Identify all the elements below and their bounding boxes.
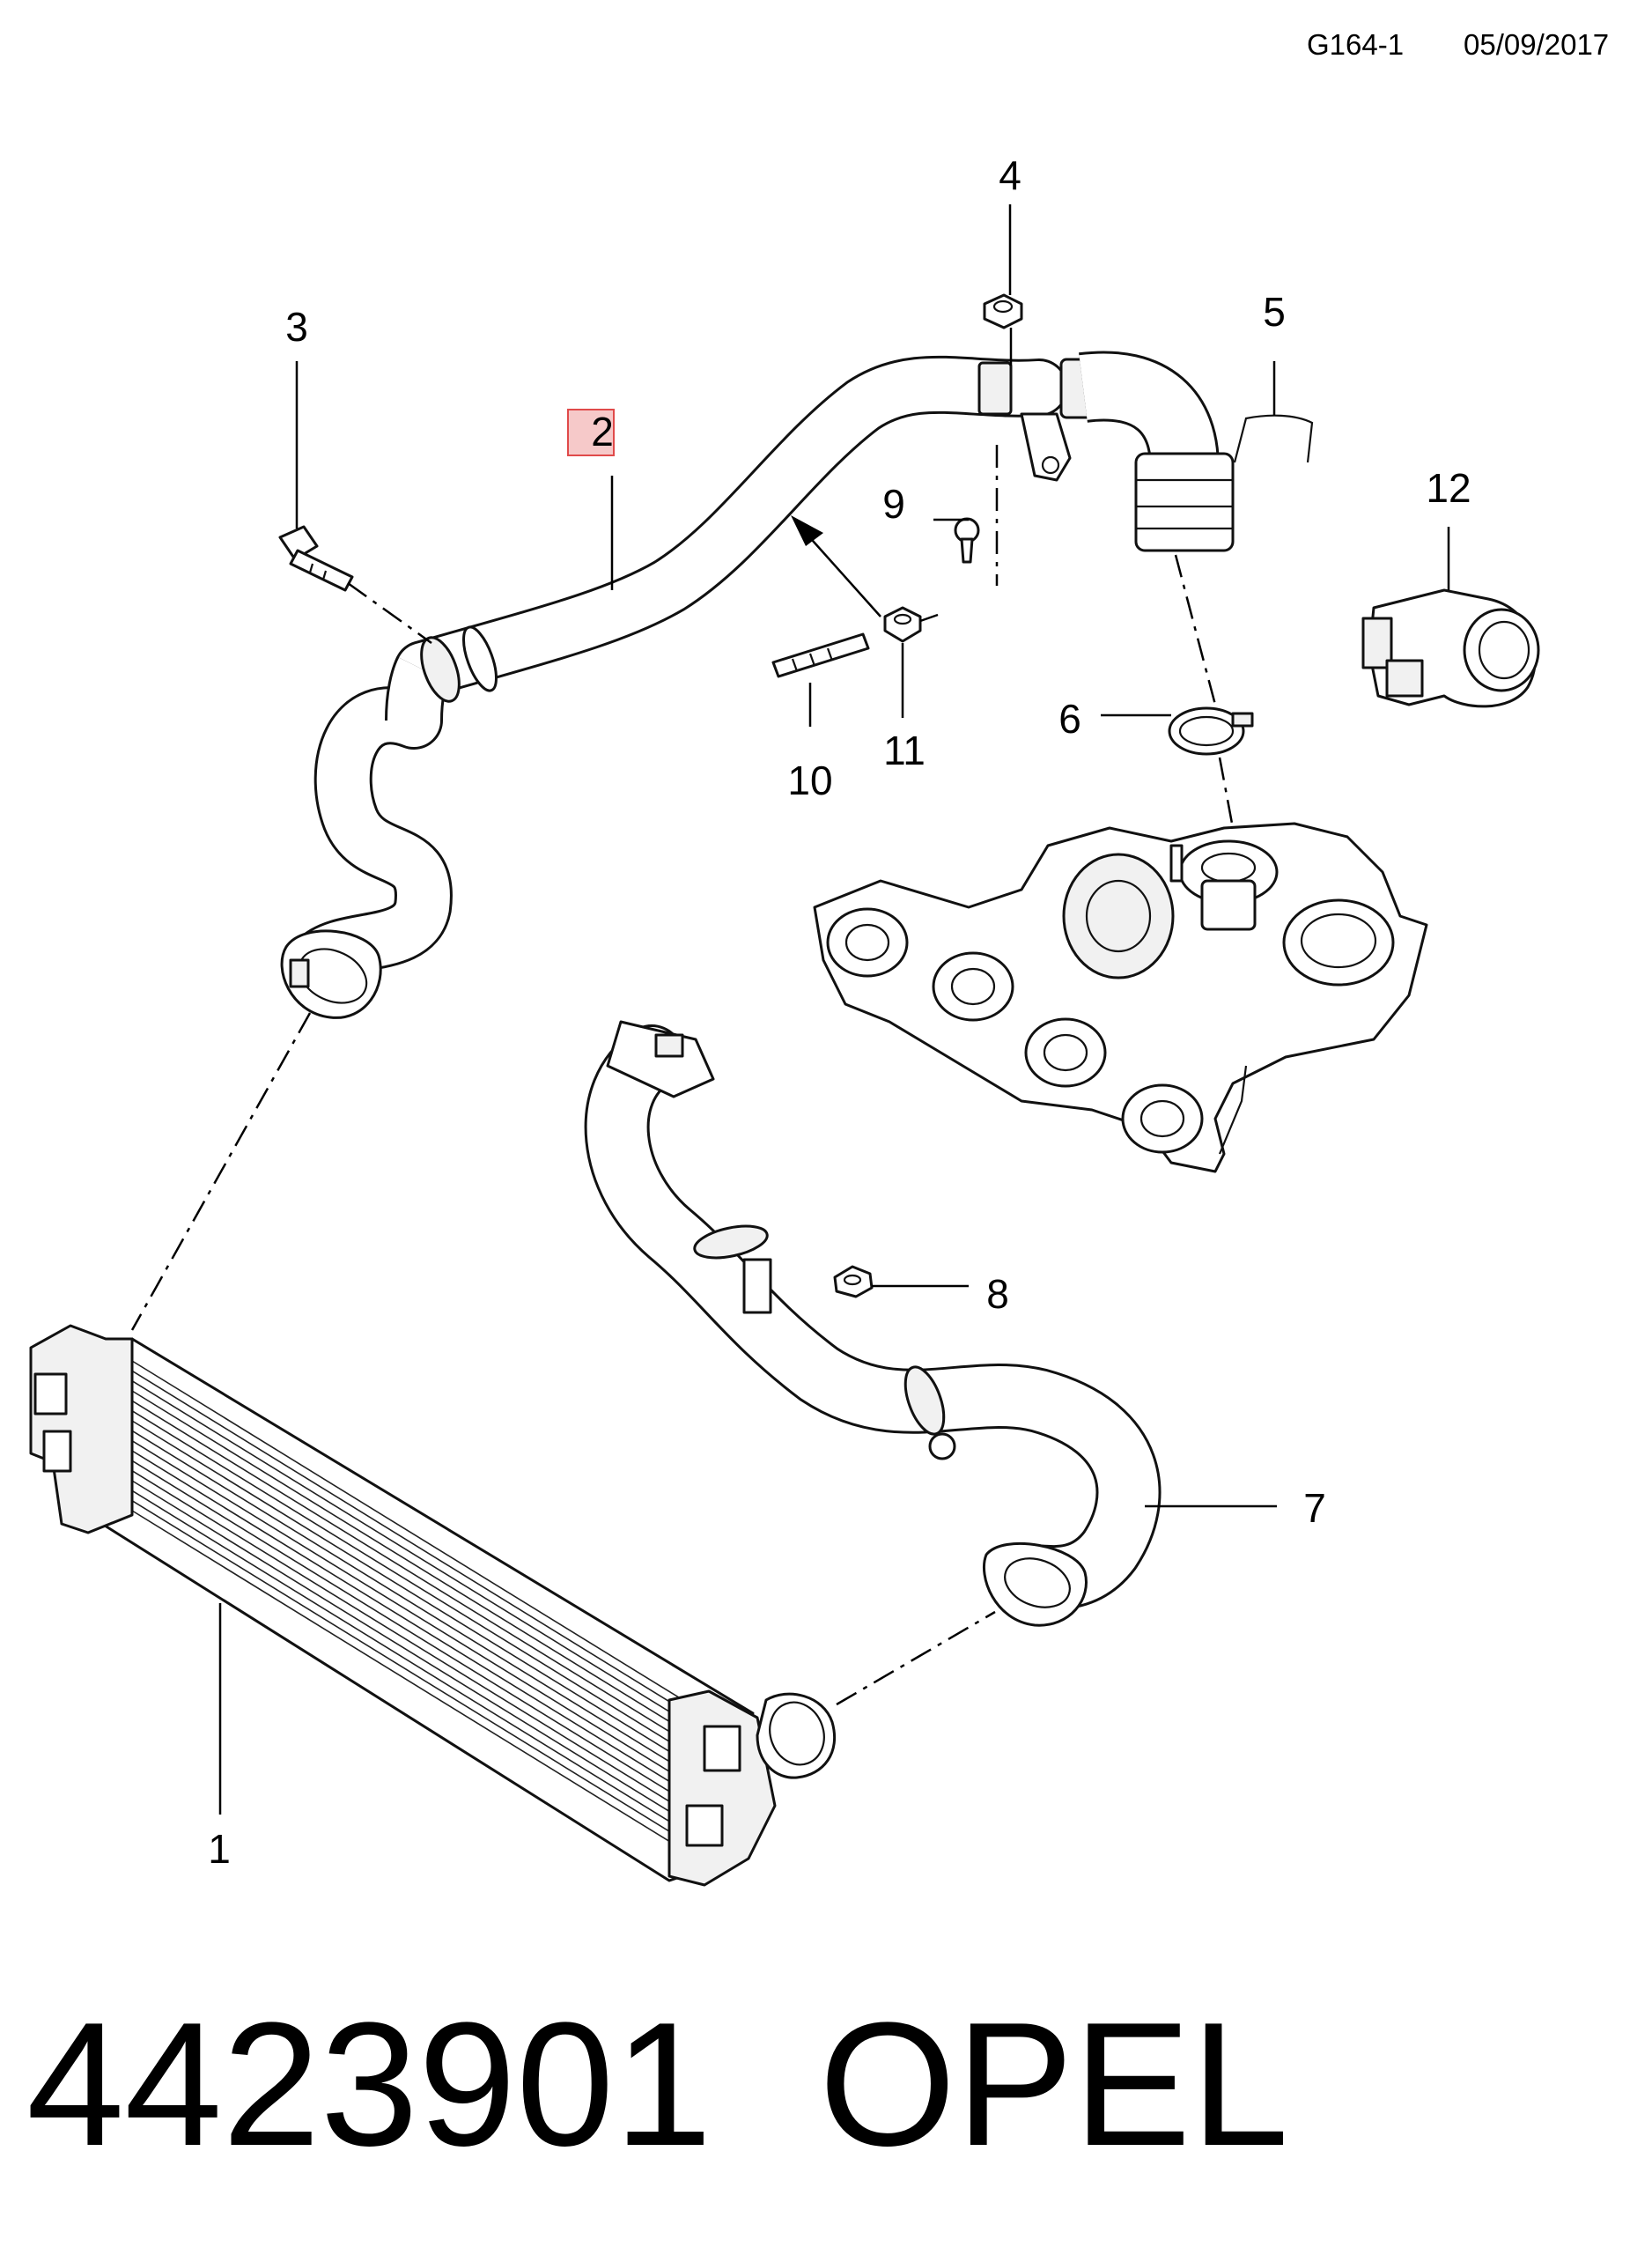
leader-lines	[218, 204, 1450, 1815]
intercooler-fin	[131, 1439, 705, 1794]
intercooler-fin	[131, 1490, 705, 1844]
intercooler-fin	[131, 1430, 705, 1785]
intercooler-fin	[131, 1480, 705, 1834]
lower-charge-air-hose[interactable]	[584, 1020, 1162, 1627]
upper-charge-air-hose[interactable]	[288, 351, 1235, 989]
intercooler[interactable]	[29, 1324, 837, 1887]
page-code: G164-1	[1307, 28, 1404, 61]
intercooler-fin	[131, 1469, 705, 1824]
intercooler-fin	[131, 1450, 705, 1804]
intercooler-fin	[131, 1370, 705, 1725]
callout-2[interactable]: 2	[591, 409, 614, 455]
nut-8[interactable]	[833, 1265, 874, 1298]
callout-3[interactable]: 3	[285, 304, 308, 350]
callout-12[interactable]: 12	[1426, 465, 1471, 511]
callout-labels: 1 2 3 4 5 6 7 8 9 10 11 12	[208, 152, 1471, 1872]
stud-10[interactable]	[771, 632, 870, 678]
nut-11[interactable]	[883, 606, 922, 643]
callout-1[interactable]: 1	[208, 1826, 231, 1872]
intercooler-fin	[131, 1420, 705, 1774]
intercooler-fin	[131, 1379, 705, 1734]
intercooler-fin	[131, 1499, 705, 1854]
nut-4[interactable]	[983, 293, 1023, 329]
intercooler-fin	[131, 1510, 705, 1864]
callout-10[interactable]: 10	[787, 758, 832, 803]
turbocharger-manifold-assembly	[813, 822, 1428, 1173]
callout-5[interactable]: 5	[1263, 289, 1286, 335]
intercooler-fin	[131, 1460, 705, 1815]
intercooler-fin	[131, 1400, 705, 1755]
brand-name: OPEL	[819, 1986, 1289, 2183]
alignment-lines	[130, 445, 1235, 1706]
header-date: 05/09/2017	[1464, 28, 1609, 61]
callout-7[interactable]: 7	[1303, 1485, 1326, 1531]
callout-8[interactable]: 8	[986, 1271, 1009, 1317]
seal-ring-6[interactable]	[1168, 706, 1254, 756]
intercooler-fin	[131, 1390, 705, 1744]
callout-4[interactable]: 4	[999, 152, 1021, 198]
callout-9[interactable]: 9	[882, 481, 905, 527]
part-number: 4423901	[26, 1986, 712, 2183]
callout-11[interactable]: 11	[883, 728, 926, 773]
upper-hose-clamp-lower[interactable]	[280, 929, 382, 1019]
intercooler-fin	[131, 1409, 705, 1764]
highlight-box-2	[567, 409, 615, 456]
callout-6[interactable]: 6	[1058, 696, 1081, 742]
clip-5[interactable]	[1233, 414, 1314, 463]
intercooler-fin	[131, 1360, 705, 1714]
bolt-3[interactable]	[278, 525, 354, 592]
elbow-fitting-12[interactable]	[1361, 588, 1540, 708]
screw-9[interactable]	[954, 517, 980, 564]
